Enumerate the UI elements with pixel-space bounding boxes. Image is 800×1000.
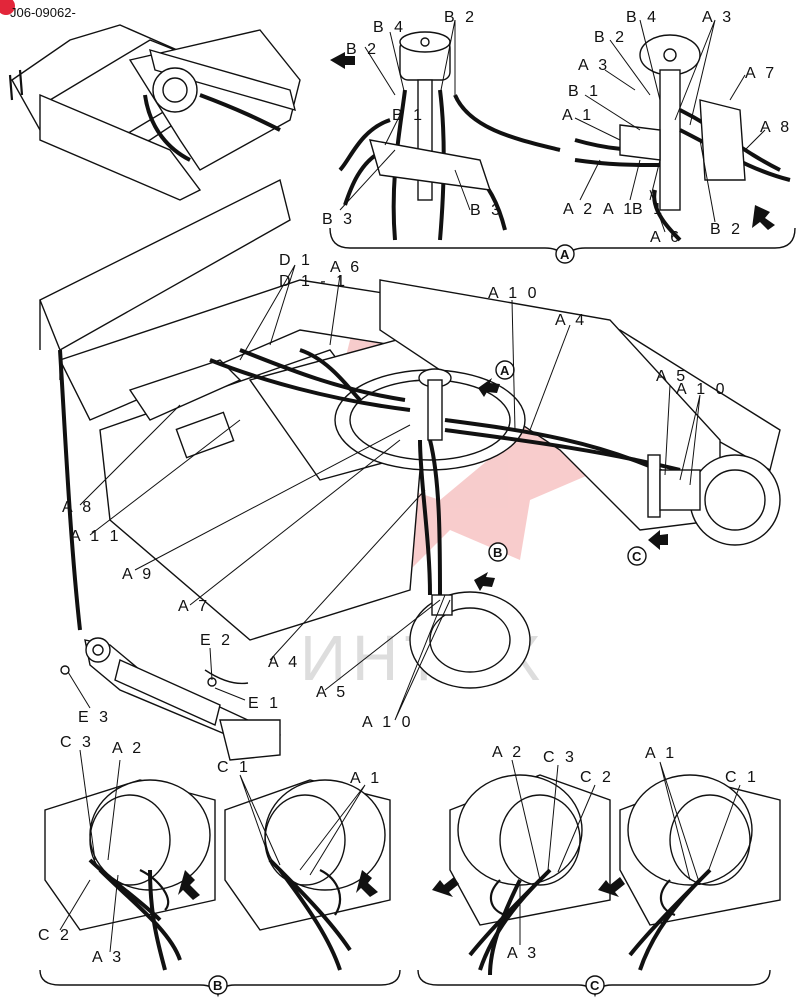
label-a3: A 3 — [578, 57, 610, 74]
label-b1: B 1 — [632, 201, 665, 218]
label-b1: B 1 — [392, 107, 425, 124]
arrow-left-icon — [598, 877, 625, 897]
label-a6: A 6 — [330, 259, 362, 276]
section-b-marker-icon — [488, 542, 508, 562]
label-d1: D 1 — [279, 252, 313, 269]
label-a1: A 1 — [603, 201, 635, 218]
label-a7: A 7 — [178, 598, 210, 615]
label-b1: B 1 — [568, 83, 601, 100]
cylinder-detail — [60, 637, 281, 761]
label-a3: A 3 — [507, 945, 539, 962]
label-a10: A 1 0 — [362, 714, 413, 731]
label-c3: C 3 — [60, 734, 94, 751]
label-c2: C 2 — [38, 927, 72, 944]
label-a3: A 3 — [92, 949, 124, 966]
detail-a-left-swivel — [330, 31, 561, 241]
label-a3: A 3 — [702, 9, 734, 26]
label-a5: A 5 — [656, 368, 688, 385]
header-badge-icon — [0, 0, 15, 15]
label-a8: A 8 — [62, 499, 94, 516]
detail-b-circle-icon — [208, 975, 228, 995]
label-a10: A 1 0 — [676, 381, 727, 398]
label-a1: A 1 — [562, 107, 594, 124]
label-b4: B 4 — [626, 9, 659, 26]
label-a6: A 6 — [650, 229, 682, 246]
header-code: J06-09062- — [10, 5, 76, 20]
detail-b — [39, 749, 401, 998]
arrow-left-icon — [330, 52, 355, 69]
arrow-down-right-icon — [752, 205, 775, 230]
label-e2: E 2 — [200, 632, 233, 649]
label-e1: E 1 — [248, 695, 281, 712]
section-c-marker-icon — [627, 546, 647, 566]
detail-c-circle-icon — [585, 975, 605, 995]
detail-a: A — [329, 19, 796, 264]
label-a5: A 5 — [316, 684, 348, 701]
detail-a-letter: A — [560, 247, 570, 262]
detail-c — [417, 759, 781, 998]
label-c1: C 1 — [217, 759, 251, 776]
main-undercarriage: A B C — [39, 178, 781, 721]
label-b4: B 4 — [373, 19, 406, 36]
section-b-marker-letter: B — [493, 545, 502, 560]
arrow-left-icon — [432, 877, 459, 897]
label-a10: A 1 0 — [488, 285, 539, 302]
label-b3: B 3 — [470, 202, 503, 219]
label-c3: C 3 — [543, 749, 577, 766]
label-b2: B 2 — [444, 9, 477, 26]
label-a2: A 2 — [112, 740, 144, 757]
label-a8: A 8 — [760, 119, 792, 136]
label-a11: A 1 1 — [70, 528, 121, 545]
label-a4: A 4 — [555, 312, 587, 329]
label-b2: B 2 — [710, 221, 743, 238]
overview-machine — [8, 24, 301, 201]
detail-a-right-swivel — [574, 34, 791, 242]
label-a2: A 2 — [492, 744, 524, 761]
detail-b-letter: B — [213, 978, 222, 993]
label-a4: A 4 — [268, 654, 300, 671]
arrow-b-icon — [474, 572, 495, 591]
section-c-marker-letter: C — [632, 549, 642, 564]
label-c2: C 2 — [580, 769, 614, 786]
arrow-c-icon — [648, 530, 668, 550]
detail-a-circle-icon — [555, 244, 575, 264]
label-e3: E 3 — [78, 709, 111, 726]
section-a-marker-letter: A — [500, 363, 510, 378]
label-b3: B 3 — [322, 211, 355, 228]
label-b2: B 2 — [594, 29, 627, 46]
label-a9: A 9 — [122, 566, 154, 583]
label-a7: A 7 — [745, 65, 777, 82]
label-a1: A 1 — [350, 770, 382, 787]
label-a2: A 2 — [563, 201, 595, 218]
label-d1-1: D 1 - 1 — [279, 273, 348, 290]
arrow-right-icon — [356, 870, 378, 897]
arrow-a-icon — [478, 378, 500, 397]
label-c1: C 1 — [725, 769, 759, 786]
arrow-right-icon — [178, 870, 200, 900]
detail-b-bracket — [39, 969, 401, 998]
detail-c-bracket — [417, 969, 771, 998]
label-b2: B 2 — [346, 41, 379, 58]
detail-c-letter: C — [590, 978, 600, 993]
label-a1: A 1 — [645, 745, 677, 762]
